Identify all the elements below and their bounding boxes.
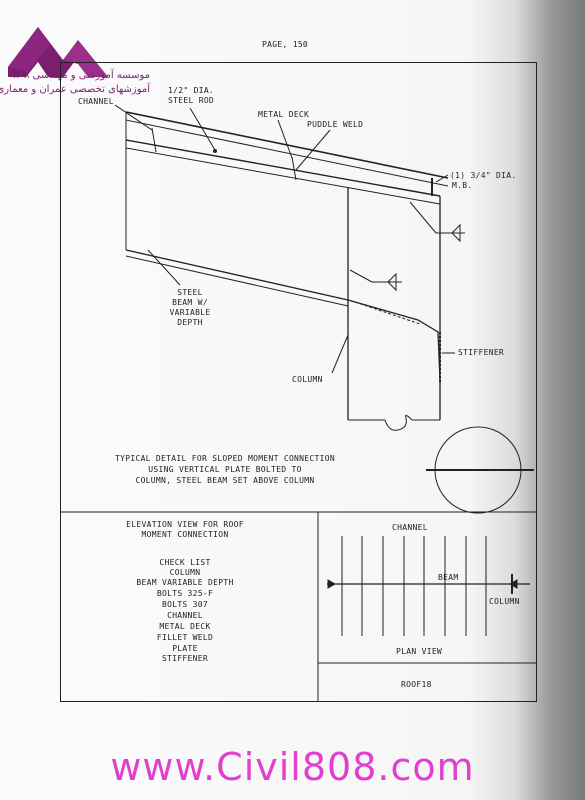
check-list-item: CHANNEL [167,611,203,620]
puddle-weld-mark [291,156,297,181]
weld-leader-line [349,269,373,283]
metal-deck-label: METAL DECK [258,110,310,119]
sheet-code: ROOF18 [401,680,432,689]
column-label: COLUMN [292,375,323,384]
drawing-frame [60,62,537,702]
logo-line-2: آموزشهای تخصصی عمران و معماری [0,84,150,95]
metal-deck-leader [277,119,293,159]
steel-rod-label-2: STEEL ROD [168,96,215,105]
check-list-item: COLUMN [169,568,201,577]
weld-symbol-icon [387,272,397,292]
caption-line-2: USING VERTICAL PLATE BOLTED TO [148,465,302,474]
bolt-leader [435,174,449,183]
puddle-weld-label: PUDDLE WELD [307,120,364,129]
puddle-weld-leader [295,129,331,171]
caption-line-3: COLUMN, STEEL BEAM SET ABOVE COLUMN [135,476,315,485]
steel-beam-label-3: VARIABLE [169,308,211,317]
channel-leader [114,104,153,131]
logo-line-1: موسسه آموزشی و مهندسی ۸۰۸ [13,70,150,81]
plan-beam-label: BEAM [438,573,459,582]
fillet-weld-line [354,301,421,325]
beam-bottom-flange [125,249,349,301]
column-leader [331,334,349,374]
connection-plate [347,299,441,381]
puddle-weld-mark [151,127,157,153]
steel-beam-leader [147,249,181,286]
channel-label: CHANNEL [78,97,114,106]
check-list-item: BEAM VARIABLE DEPTH [136,578,234,587]
beam-bottom-flange-inner [125,255,349,307]
plan-column-label: COLUMN [489,597,520,606]
check-list-item: BOLTS 325-F [156,589,214,598]
page-number: PAGE, 150 [262,40,309,49]
check-list-item: FILLET WELD [156,633,214,642]
plan-view-drawing [327,536,530,636]
check-list-item: BOLTS 307 [161,600,209,609]
stiffener-label: STIFFENER [458,348,505,357]
footer-url: www.Civil808.com [110,745,475,789]
steel-rod-label-1: 1/2" DIA. [168,86,215,95]
civil808-logo [8,22,148,87]
plan-arrow-right-icon [508,579,518,589]
elevation-title-line-1: ELEVATION VIEW FOR ROOF [126,520,244,529]
steel-rod-leader [189,107,216,151]
check-list-item: PLATE [172,644,198,653]
check-list-item: STIFFENER [161,654,209,663]
logo-mountain-icon [8,27,108,77]
plan-arrow-left-icon [327,579,337,589]
elevation-title-line-2: MOMENT CONNECTION [141,530,229,539]
weld-leader-line [409,201,437,234]
check-list-item: METAL DECK [159,622,211,631]
bolt-label-2: M.B. [452,181,473,190]
steel-beam-label-4: DEPTH [177,318,203,327]
weld-symbol-icon [451,223,461,243]
plan-channel-label: CHANNEL [392,523,428,532]
beam-top-flange [125,147,441,205]
steel-beam-label-2: BEAM W/ [172,298,208,307]
channel-line [125,139,441,197]
bolt-label-1: (1) 3/4" DIA. [450,171,517,180]
metal-deck-bottom-line [125,119,449,187]
plan-view-title: PLAN VIEW [396,647,443,656]
steel-beam-label-1: STEEL [177,288,203,297]
caption-line-1: TYPICAL DETAIL FOR SLOPED MOMENT CONNECT… [114,454,335,463]
check-list-title: CHECK LIST [159,558,211,567]
column-break-line [384,414,413,431]
